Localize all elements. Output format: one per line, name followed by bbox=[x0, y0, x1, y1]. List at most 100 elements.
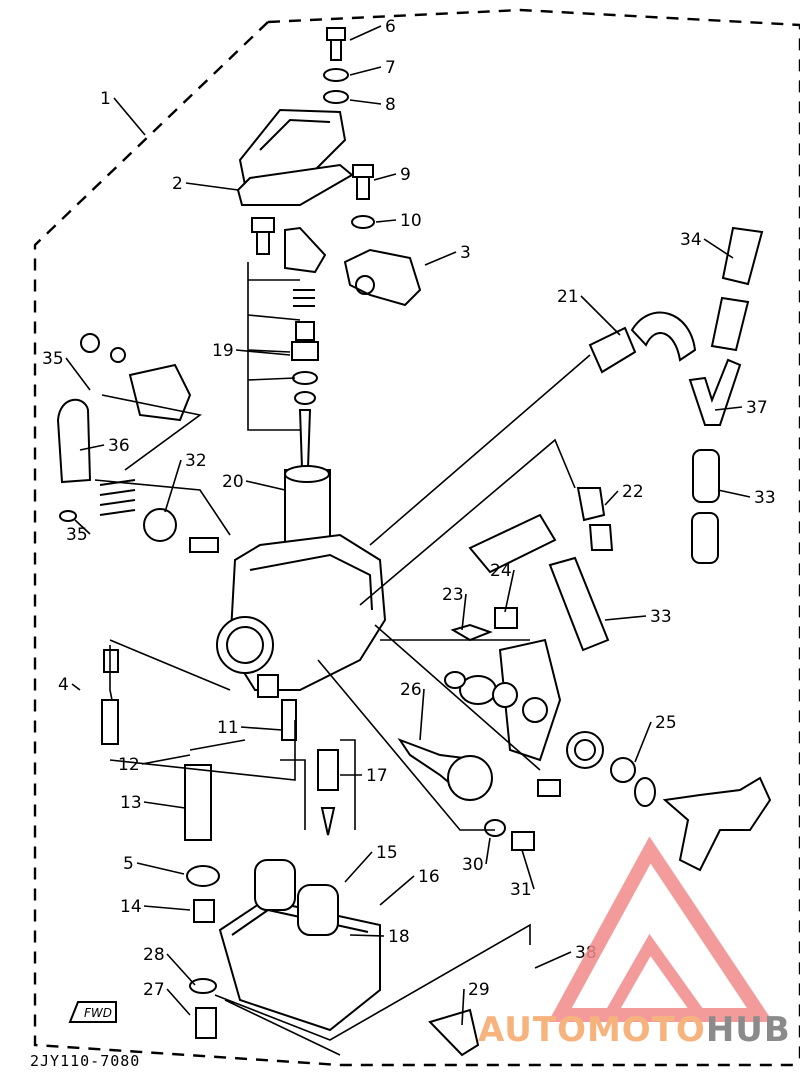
callout-leader-29 bbox=[461, 988, 465, 1026]
callout-label-37: 37 bbox=[746, 398, 768, 418]
screw-6 bbox=[326, 27, 346, 61]
spring-19 bbox=[291, 289, 319, 469]
figure-code: 2JY110-7080 bbox=[30, 1052, 141, 1070]
watermark-text: AUTOMOTOHUB bbox=[478, 1010, 791, 1050]
callout-leader-6 bbox=[349, 25, 382, 41]
callout-leader-27 bbox=[166, 988, 191, 1016]
callout-label-20: 20 bbox=[222, 472, 244, 492]
callout-label-27: 27 bbox=[143, 980, 165, 1000]
callout-label-33: 33 bbox=[754, 488, 776, 508]
callout-leader-23 bbox=[461, 593, 467, 631]
callout-leader-15 bbox=[344, 851, 373, 883]
screw-top-left bbox=[251, 217, 275, 255]
callout-leader-38 bbox=[534, 951, 572, 969]
callout-leader-24 bbox=[504, 569, 515, 613]
callout-leader-31 bbox=[521, 849, 535, 890]
callout-leader-13 bbox=[143, 801, 186, 809]
callout-leader-35 bbox=[74, 519, 91, 535]
callout-label-24: 24 bbox=[490, 561, 512, 581]
callout-label-11: 11 bbox=[217, 718, 239, 738]
callout-leader-16 bbox=[379, 875, 415, 906]
callout-label-15: 15 bbox=[376, 843, 398, 863]
callout-leader-30 bbox=[485, 837, 491, 865]
jets-left bbox=[101, 649, 480, 1057]
callout-leader-2 bbox=[185, 182, 239, 191]
callout-leader-8 bbox=[349, 99, 382, 105]
callout-label-36: 36 bbox=[108, 436, 130, 456]
callout-leader-9 bbox=[373, 173, 397, 181]
callout-leader-25 bbox=[634, 721, 652, 763]
callout-label-33: 33 bbox=[650, 607, 672, 627]
callout-label-2: 2 bbox=[172, 174, 183, 194]
callout-leader-20 bbox=[245, 480, 286, 491]
callout-leader-37 bbox=[714, 406, 743, 411]
callout-leader-18 bbox=[349, 934, 385, 937]
callout-label-19: 19 bbox=[212, 341, 234, 361]
callout-label-10: 10 bbox=[400, 211, 422, 231]
callout-label-6: 6 bbox=[385, 17, 396, 37]
callout-labels: 1234567891011121314151617181920212223242… bbox=[42, 17, 776, 1026]
callout-leader-35 bbox=[65, 357, 91, 391]
float-bowl bbox=[218, 859, 381, 1032]
assembly-boundary bbox=[33, 8, 800, 1067]
carburetor-body bbox=[216, 465, 387, 698]
callout-label-22: 22 bbox=[622, 482, 644, 502]
callout-label-4: 4 bbox=[58, 675, 69, 695]
callout-label-5: 5 bbox=[123, 854, 134, 874]
watermark-text-part1: AUTOMOTO bbox=[478, 1010, 706, 1050]
callout-label-16: 16 bbox=[418, 867, 440, 887]
watermark-logo bbox=[548, 836, 774, 1022]
callout-leader-22 bbox=[604, 490, 619, 506]
callout-label-25: 25 bbox=[655, 713, 677, 733]
fwd-arrow-icon: FWD bbox=[68, 1001, 117, 1023]
callout-label-12: 12 bbox=[118, 755, 140, 775]
throttle-lever-assembly bbox=[397, 607, 772, 872]
fwd-label: FWD bbox=[84, 1006, 112, 1020]
callout-leader-28 bbox=[166, 953, 196, 986]
callout-leader-5 bbox=[136, 862, 185, 875]
callout-leader-33 bbox=[604, 615, 647, 621]
callout-leader-3 bbox=[424, 251, 457, 266]
callout-label-35: 35 bbox=[42, 349, 64, 369]
callout-leader-21 bbox=[580, 295, 621, 336]
callout-label-21: 21 bbox=[557, 287, 579, 307]
callout-label-8: 8 bbox=[385, 95, 396, 115]
watermark-text-part2: HUB bbox=[705, 1010, 791, 1050]
callout-label-35: 35 bbox=[66, 525, 88, 545]
choke-plunger-assembly bbox=[56, 333, 219, 553]
callout-label-18: 18 bbox=[388, 927, 410, 947]
screw-9 bbox=[351, 164, 375, 229]
callout-leader-26 bbox=[419, 688, 425, 741]
callout-leader-34 bbox=[703, 238, 734, 259]
callout-label-9: 9 bbox=[400, 165, 411, 185]
callout-label-14: 14 bbox=[120, 897, 142, 917]
callout-label-3: 3 bbox=[460, 243, 471, 263]
callout-leader-12 bbox=[141, 754, 191, 765]
callout-label-23: 23 bbox=[442, 585, 464, 605]
hoses-and-fittings bbox=[468, 226, 764, 652]
callout-leader-4 bbox=[71, 683, 81, 691]
callout-leader-10 bbox=[375, 219, 397, 223]
callout-leader-1 bbox=[113, 97, 146, 136]
callout-label-31: 31 bbox=[510, 880, 532, 900]
callout-label-29: 29 bbox=[468, 980, 490, 1000]
callout-label-13: 13 bbox=[120, 793, 142, 813]
callout-label-17: 17 bbox=[366, 766, 388, 786]
callout-leader-11 bbox=[240, 726, 283, 731]
throttle-bracket-3 bbox=[343, 248, 422, 307]
callout-leader-33 bbox=[717, 489, 751, 498]
callout-leader-19 bbox=[235, 349, 291, 356]
callout-label-28: 28 bbox=[143, 945, 165, 965]
callout-leader-7 bbox=[349, 66, 382, 76]
callout-label-26: 26 bbox=[400, 680, 422, 700]
callout-leader-36 bbox=[79, 444, 105, 451]
callout-label-1: 1 bbox=[100, 89, 111, 109]
callout-leader-32 bbox=[164, 459, 182, 513]
callout-label-30: 30 bbox=[462, 855, 484, 875]
callout-label-34: 34 bbox=[680, 230, 702, 250]
top-cover-part bbox=[236, 108, 354, 206]
callout-label-7: 7 bbox=[385, 58, 396, 78]
callout-leader-14 bbox=[143, 905, 191, 911]
callout-label-32: 32 bbox=[185, 451, 207, 471]
